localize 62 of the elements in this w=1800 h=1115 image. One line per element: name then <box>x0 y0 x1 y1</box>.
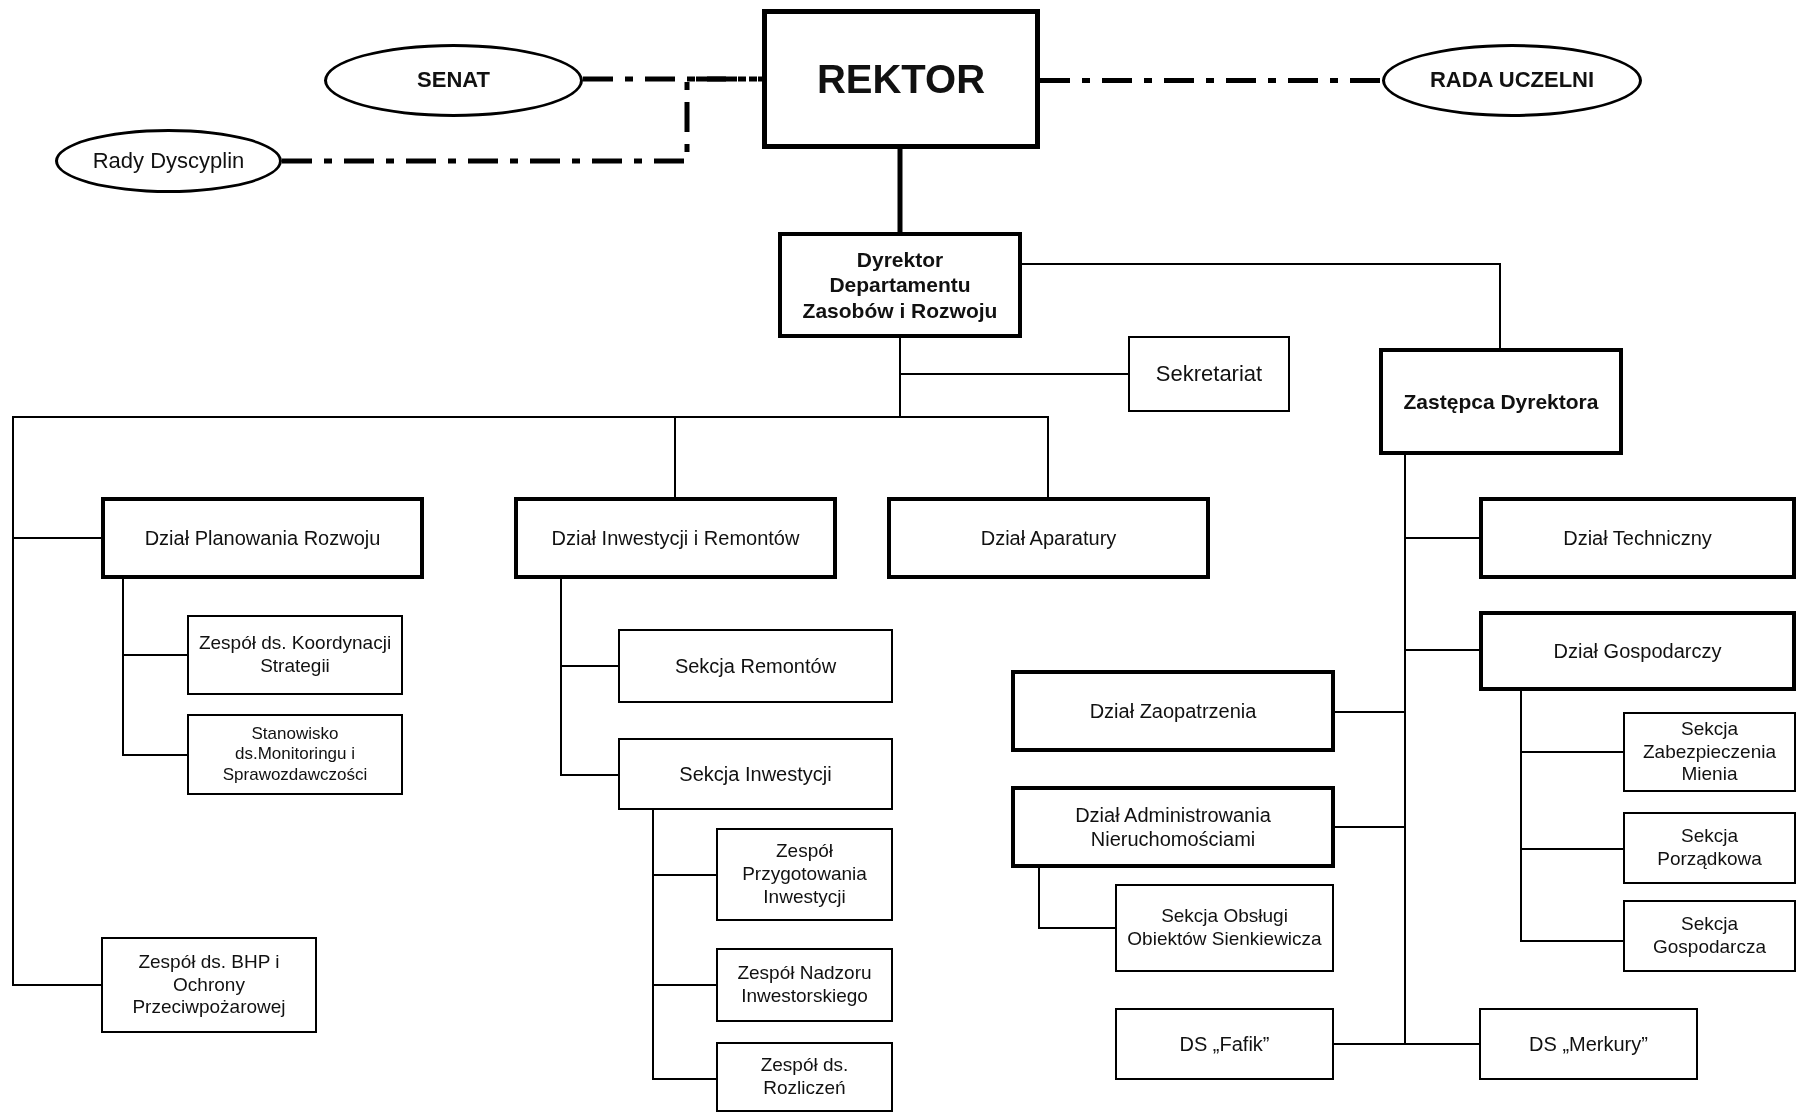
connector-line <box>122 578 188 756</box>
unit-box <box>1011 786 1335 868</box>
dashed-connector <box>282 76 762 164</box>
unit-box <box>514 497 837 579</box>
unit-box <box>716 1042 893 1112</box>
connector-line <box>1520 690 1624 942</box>
unit-label: Zespół Nadzoru Inwestorskiego <box>736 962 873 1008</box>
unit-box <box>1623 812 1796 884</box>
unit-box <box>187 615 403 695</box>
unit-box <box>1479 1008 1698 1080</box>
unit-label: Zespół Przygotowania Inwestycji <box>741 840 868 909</box>
unit-label: DS „Fafik” <box>1179 1032 1270 1056</box>
unit-label: Zespół ds. Koordynacji Strategii <box>197 632 393 678</box>
unit-box <box>1011 670 1335 752</box>
unit-label: Dyrektor Departamentu Zasobów i Rozwoju <box>801 247 999 323</box>
unit-label: RADA UCZELNI <box>1429 67 1595 94</box>
unit-box <box>716 828 893 921</box>
unit-label: Rady Dyscyplin <box>92 147 245 175</box>
connector-line <box>1038 867 1116 929</box>
unit-label: Dział Gospodarczy <box>1553 639 1722 663</box>
unit-label: Sekcja Obsługi Obiektów Sienkiewicza <box>1126 905 1323 951</box>
unit-label: Sekretariat <box>1155 360 1263 388</box>
unit-label: Dział Administrowania Nieruchomościami <box>1074 803 1272 851</box>
unit-label: Dział Techniczny <box>1563 526 1712 550</box>
connector-line <box>1021 263 1501 349</box>
unit-box <box>1115 1008 1334 1080</box>
unit-box <box>1128 336 1290 412</box>
unit-box <box>1623 712 1796 792</box>
unit-label: Sekcja Zabezpieczenia Mienia <box>1641 717 1778 787</box>
unit-label: Dział Aparatury <box>980 526 1117 550</box>
unit-label: Sekcja Remontów <box>674 654 837 678</box>
unit-label: Zastępca Dyrektora <box>1403 388 1599 415</box>
unit-label: Sekcja Porządkowa <box>1656 825 1763 871</box>
unit-box <box>101 497 424 579</box>
unit-label: Sekcja Inwestycji <box>679 762 832 786</box>
unit-box <box>618 738 893 810</box>
unit-label: Stanowisko ds.Monitoringu i Sprawozdawczości <box>221 723 369 786</box>
unit-box <box>101 937 317 1033</box>
connector-line <box>897 149 903 232</box>
unit-box <box>618 629 893 703</box>
unit-box <box>1479 497 1796 579</box>
unit-box <box>887 497 1210 579</box>
unit-box <box>187 714 403 795</box>
unit-box <box>762 9 1040 149</box>
unit-label: Sekcja Gospodarcza <box>1652 913 1767 959</box>
unit-box <box>1115 884 1334 972</box>
unit-label: Dział Planowania Rozwoju <box>144 526 381 550</box>
unit-box <box>778 232 1022 338</box>
unit-label: SENAT <box>417 67 490 94</box>
unit-box <box>1379 348 1623 455</box>
unit-label: Zespół ds. Rozliczeń <box>759 1054 850 1100</box>
unit-box <box>716 948 893 1022</box>
unit-box <box>1623 900 1796 972</box>
connector-line <box>560 578 619 776</box>
unit-label: Dział Inwestycji i Remontów <box>551 526 800 550</box>
connector-line <box>652 809 717 1080</box>
unit-label: REKTOR <box>816 56 986 103</box>
unit-label: Dział Zaopatrzenia <box>1089 699 1257 723</box>
unit-label: DS „Merkury” <box>1529 1032 1648 1056</box>
unit-label: Zespół ds. BHP i Ochrony Przeciwpożarowej <box>131 950 287 1020</box>
unit-box <box>1479 611 1796 691</box>
dashed-connector <box>1040 78 1382 83</box>
